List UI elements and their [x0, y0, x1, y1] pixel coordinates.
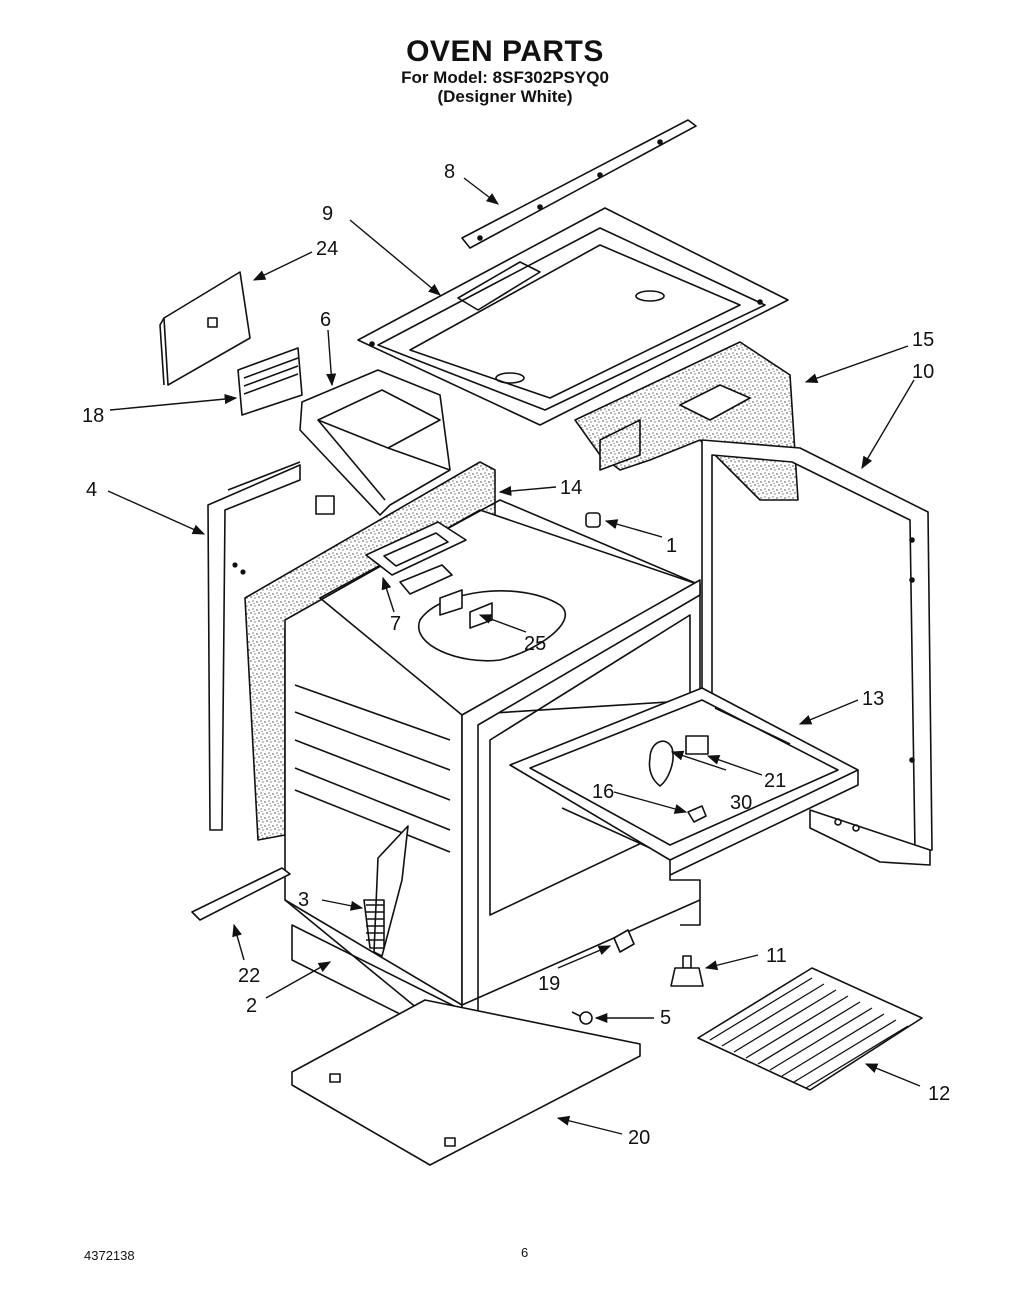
callout-8: 8 — [444, 161, 455, 183]
callout-30: 30 — [730, 792, 752, 814]
callout-2: 2 — [246, 995, 257, 1017]
callout-16: 16 — [592, 781, 614, 803]
oven-rack-part — [697, 967, 923, 1091]
callout-9: 9 — [322, 203, 333, 225]
callout-6: 6 — [320, 309, 331, 331]
callout-24: 24 — [316, 238, 338, 260]
vent-duct-part — [299, 369, 451, 516]
page-header: OVEN PARTS For Model: 8SF302PSYQ0 (Desig… — [0, 36, 1010, 107]
finish-label: (Designer White) — [437, 87, 573, 106]
oven-top-pan-part — [357, 207, 789, 426]
callout-7: 7 — [390, 613, 401, 635]
thermostat-frame-part — [365, 521, 467, 595]
callout-21: 21 — [764, 770, 786, 792]
callout-4: 4 — [86, 479, 97, 501]
teardrop-cover-part — [648, 740, 674, 787]
clip-16-part — [687, 805, 707, 823]
document-number: 4372138 — [84, 1248, 135, 1263]
page-number: 6 — [521, 1245, 529, 1260]
vent-grille-part — [237, 347, 303, 416]
callout-12: 12 — [928, 1083, 950, 1105]
door-hinge-part — [363, 825, 409, 957]
callout-25: 25 — [524, 633, 546, 655]
top-rail-part — [461, 119, 697, 249]
callout-11: 11 — [766, 945, 787, 967]
callout-14: 14 — [560, 477, 582, 499]
page-title: OVEN PARTS — [406, 35, 604, 68]
model-number: For Model: 8SF302PSYQ0 — [401, 68, 609, 87]
kick-plate-part — [291, 999, 641, 1166]
front-rail-part — [191, 867, 291, 921]
callout-20: 20 — [628, 1127, 650, 1149]
top-insulation-part — [574, 341, 799, 501]
rear-panel-part — [159, 271, 251, 386]
callout-18: 18 — [82, 405, 104, 427]
left-side-panel-part — [207, 461, 335, 831]
callout-19: 19 — [538, 973, 560, 995]
callout-15: 15 — [912, 329, 934, 351]
callout-5: 5 — [660, 1007, 671, 1029]
callout-10: 10 — [912, 361, 934, 383]
callout-13: 13 — [862, 688, 884, 710]
bottom-tray-part — [509, 687, 859, 926]
clip-part — [585, 512, 601, 528]
screw-part — [571, 1011, 593, 1025]
small-block-part — [685, 735, 709, 755]
callout-22: 22 — [238, 965, 260, 987]
callout-3: 3 — [298, 889, 309, 911]
callout-1: 1 — [666, 535, 677, 557]
callout-labels: 8 9 24 6 18 4 14 1 7 25 15 10 13 21 16 3… — [82, 161, 950, 1149]
leveling-leg-part — [670, 955, 704, 987]
bracket-19-part — [613, 929, 635, 953]
